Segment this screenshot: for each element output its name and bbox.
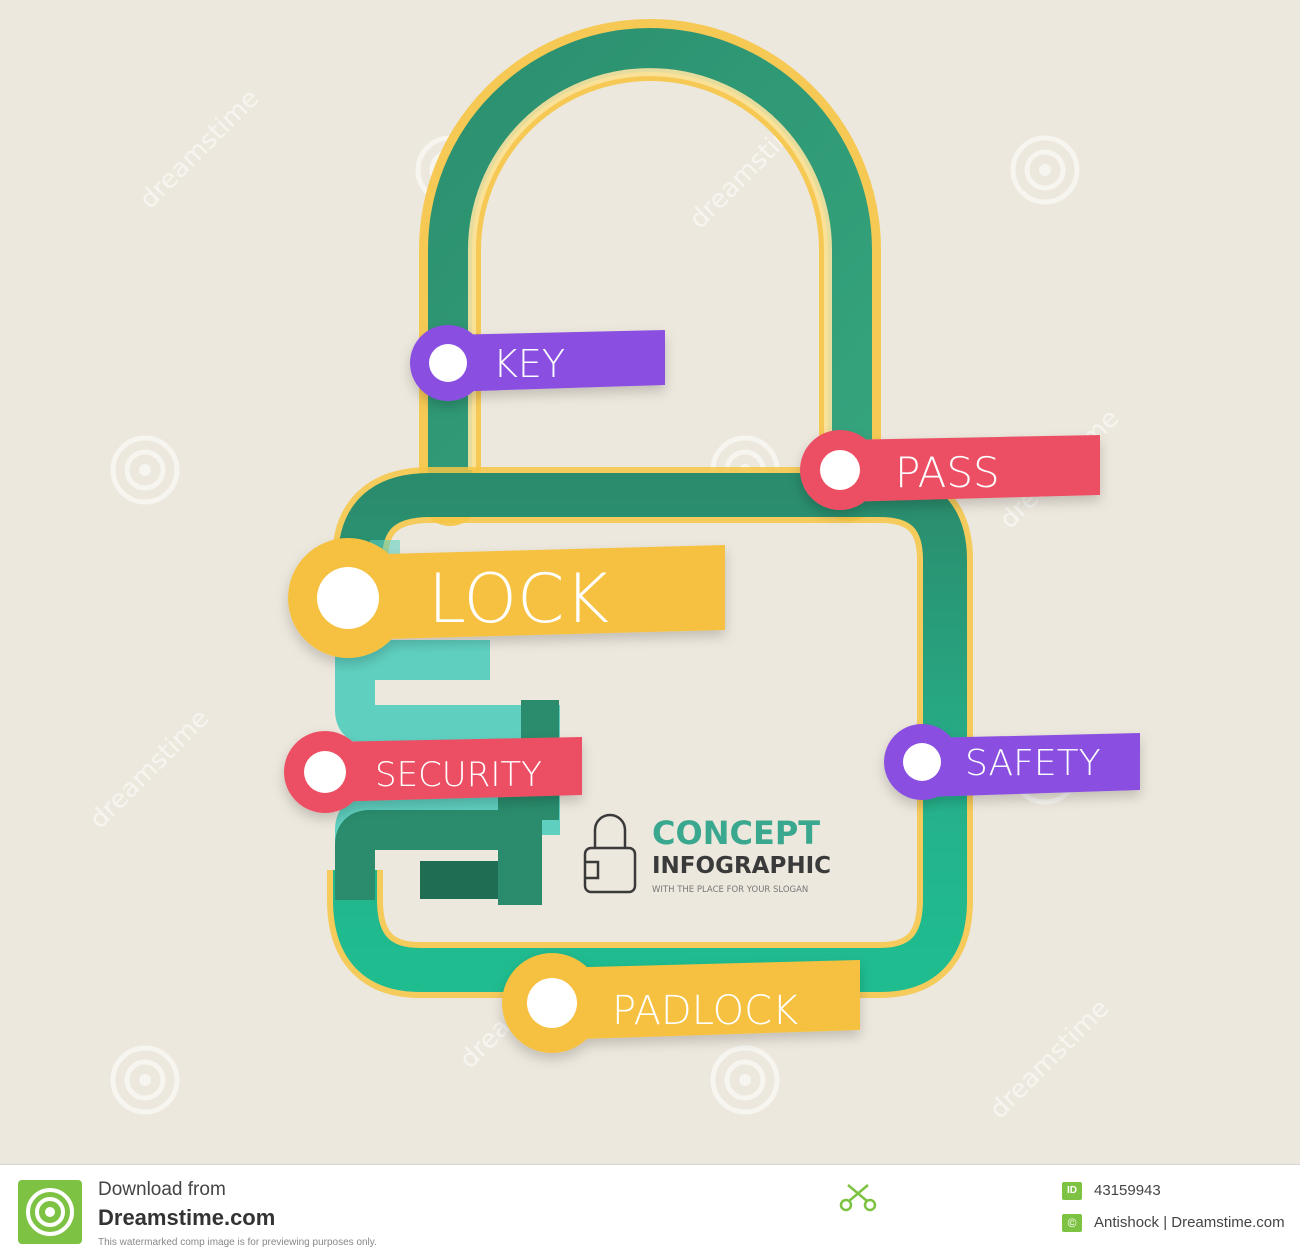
copyright-icon: © [1062, 1214, 1082, 1232]
tag-pass[interactable]: PASS [800, 430, 1100, 510]
concept-slogan: WITH THE PLACE FOR YOUR SLOGAN [652, 885, 808, 895]
tag-lock-label: LOCK [428, 560, 609, 639]
padlock-icon [583, 813, 637, 894]
scissors-icon [839, 1184, 877, 1212]
spiral-watermark-icon [110, 1045, 180, 1115]
tag-security-label: SECURITY [375, 755, 542, 795]
tag-padlock-dot [527, 978, 577, 1028]
stock-footer: Download from Dreamstime.com This waterm… [0, 1164, 1300, 1258]
tag-key-dot [429, 344, 467, 382]
tag-security[interactable]: SECURITY [284, 731, 582, 813]
watermark-text: dreamstime [984, 993, 1116, 1125]
concept-title: CONCEPT [652, 814, 820, 852]
padlock-shackle [419, 19, 881, 526]
id-badge: ID [1062, 1182, 1082, 1200]
tag-key-label: KEY [493, 342, 565, 386]
tag-safety[interactable]: SAFETY [884, 724, 1140, 800]
tag-padlock[interactable]: PADLOCK [502, 953, 860, 1053]
site-name-link[interactable]: Dreamstime.com [98, 1205, 276, 1230]
concept-subtitle: INFOGRAPHIC [652, 853, 831, 879]
tag-pass-label: PASS [895, 448, 1000, 497]
tag-pass-dot [820, 450, 860, 490]
spiral-watermark-icon [1010, 135, 1080, 205]
tag-safety-dot [903, 743, 941, 781]
watermark-disclaimer: This watermarked comp image is for previ… [98, 1237, 377, 1248]
tag-lock[interactable]: LOCK [288, 538, 725, 658]
tag-safety-label: SAFETY [965, 743, 1101, 784]
watermark-text: dreamstime [134, 83, 266, 215]
author-credit: Antishock | Dreamstime.com [1094, 1214, 1285, 1231]
tag-lock-dot [317, 567, 379, 629]
lock-infographic: dreamstime dreamstime dreamstime dreamst… [84, 19, 1140, 1125]
spiral-logo-icon [26, 1188, 74, 1236]
watermark-text: dreamstime [84, 703, 216, 835]
tag-key[interactable]: KEY [410, 325, 665, 401]
dreamstime-logo[interactable] [18, 1180, 82, 1244]
tag-security-dot [304, 751, 346, 793]
tag-padlock-label: PADLOCK [612, 988, 798, 1034]
spiral-watermark-icon [710, 1045, 780, 1115]
concept-block: CONCEPT INFOGRAPHIC WITH THE PLACE FOR Y… [583, 813, 831, 895]
download-label: Download from [98, 1179, 226, 1200]
spiral-watermark-icon [110, 435, 180, 505]
image-id: 43159943 [1094, 1182, 1161, 1199]
